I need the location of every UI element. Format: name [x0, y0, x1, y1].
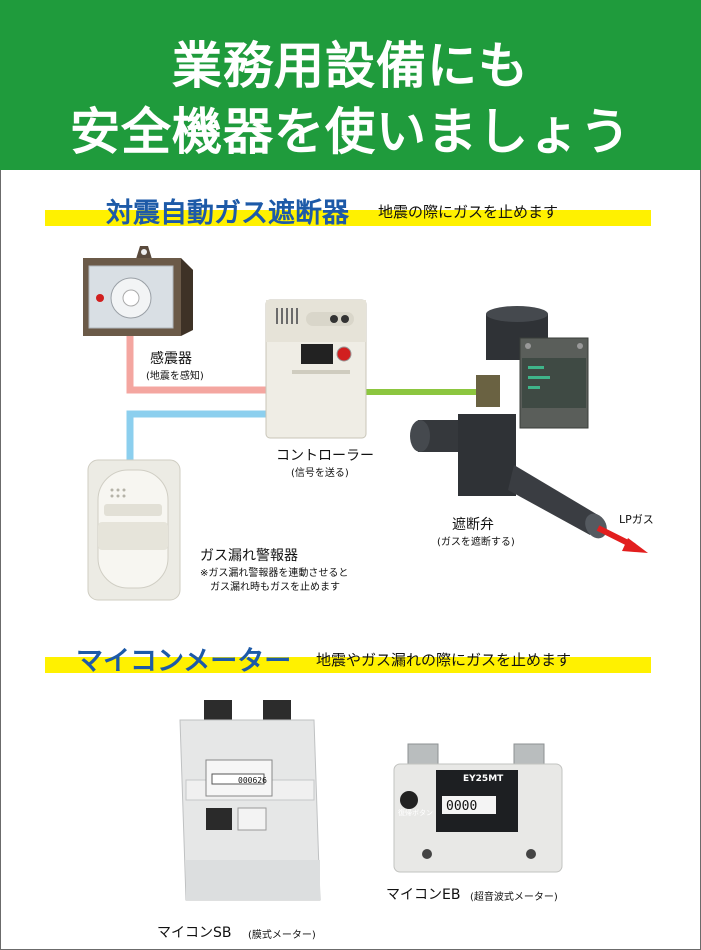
controller-note: (信号を送る) — [291, 468, 349, 479]
section2-subtitle: 地震やガス漏れの際にガスを止めます — [316, 651, 572, 669]
micon-sb-note: (膜式メーター) — [248, 930, 316, 941]
controller-label: コントローラー — [276, 448, 374, 464]
micon-eb-meter — [393, 743, 563, 873]
title-line-2: 安全機器を使いましょう — [70, 103, 631, 161]
gas-alarm-label: ガス漏れ警報器 — [200, 548, 298, 564]
seismic-sensor-label: 感震器 — [150, 351, 192, 367]
title-line-1: 業務用設備にも — [172, 37, 529, 95]
eb-counter-display: 0000 — [446, 799, 477, 814]
lp-gas-arrow — [596, 525, 648, 553]
micon-eb-note: (超音波式メーター) — [470, 892, 558, 903]
seismic-sensor-device — [83, 246, 193, 336]
section1-highlight-band — [45, 210, 651, 226]
section2-title: マイコンメーター — [76, 646, 292, 677]
controller-device — [265, 299, 367, 439]
seismic-sensor-note: (地震を感知) — [146, 371, 204, 382]
lp-gas-label: LPガス — [619, 513, 654, 526]
shutoff-valve-device — [410, 306, 607, 539]
shutoff-valve-label: 遮断弁 — [452, 517, 494, 533]
section2-highlight-band — [45, 657, 651, 673]
section1-title: 対震自動ガス遮断器 — [106, 198, 349, 229]
eb-model-name: EY25MT — [463, 774, 504, 784]
gas-alarm-note-2: ガス漏れ時もガスを止めます — [210, 582, 340, 593]
micon-sb-label: マイコンSB — [157, 925, 232, 941]
shutoff-valve-note: (ガスを遮断する) — [437, 537, 515, 548]
sensor-cable — [126, 335, 268, 394]
gas-alarm-note-1: ※ガス漏れ警報器を連動させると — [200, 568, 349, 579]
gas-alarm-device — [87, 459, 181, 601]
micon-sb-meter — [179, 700, 321, 901]
micon-eb-label: マイコンEB — [386, 887, 461, 903]
alarm-cable — [126, 410, 268, 460]
sb-counter-display: 000626 — [238, 776, 267, 785]
section1-subtitle: 地震の際にガスを止めます — [378, 203, 559, 221]
header-banner: 業務用設備にも 安全機器を使いましょう — [0, 0, 701, 170]
eb-reset-button-label: 復帰ボタン — [398, 808, 433, 817]
